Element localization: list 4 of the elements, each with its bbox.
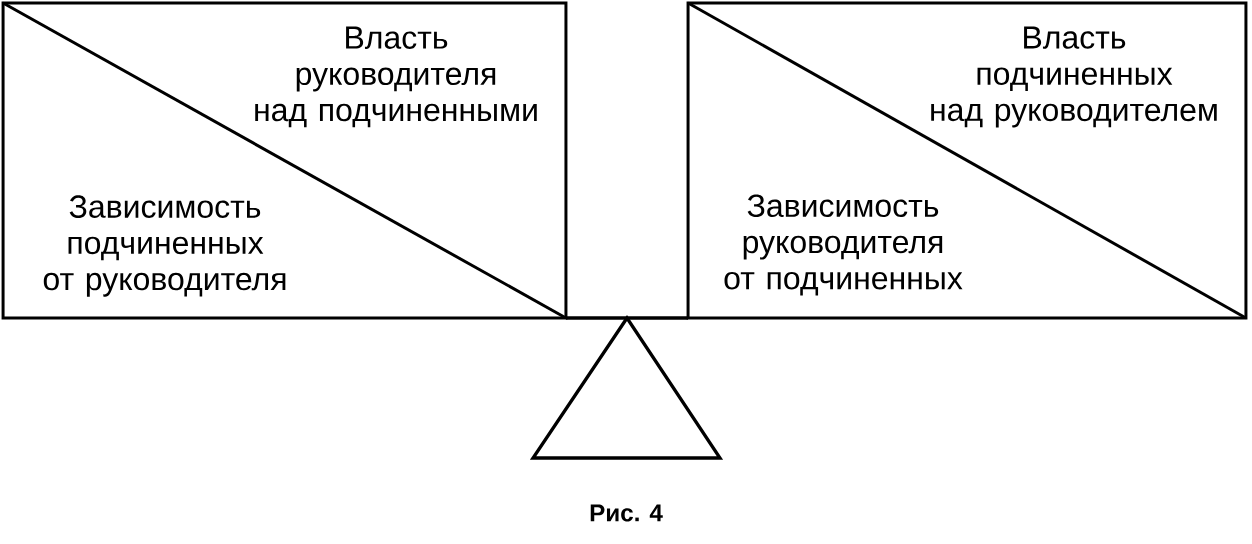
beam-line: [565, 316, 689, 320]
divided-box: Власть руководителя над подчиненными Зависимость подчиненных от руководителя: [1, 1, 568, 320]
divided-box: Власть подчиненных над руководителем Зависимость руководителя от подчиненных: [686, 1, 1248, 320]
figure-caption: Рис. 4: [590, 504, 663, 522]
